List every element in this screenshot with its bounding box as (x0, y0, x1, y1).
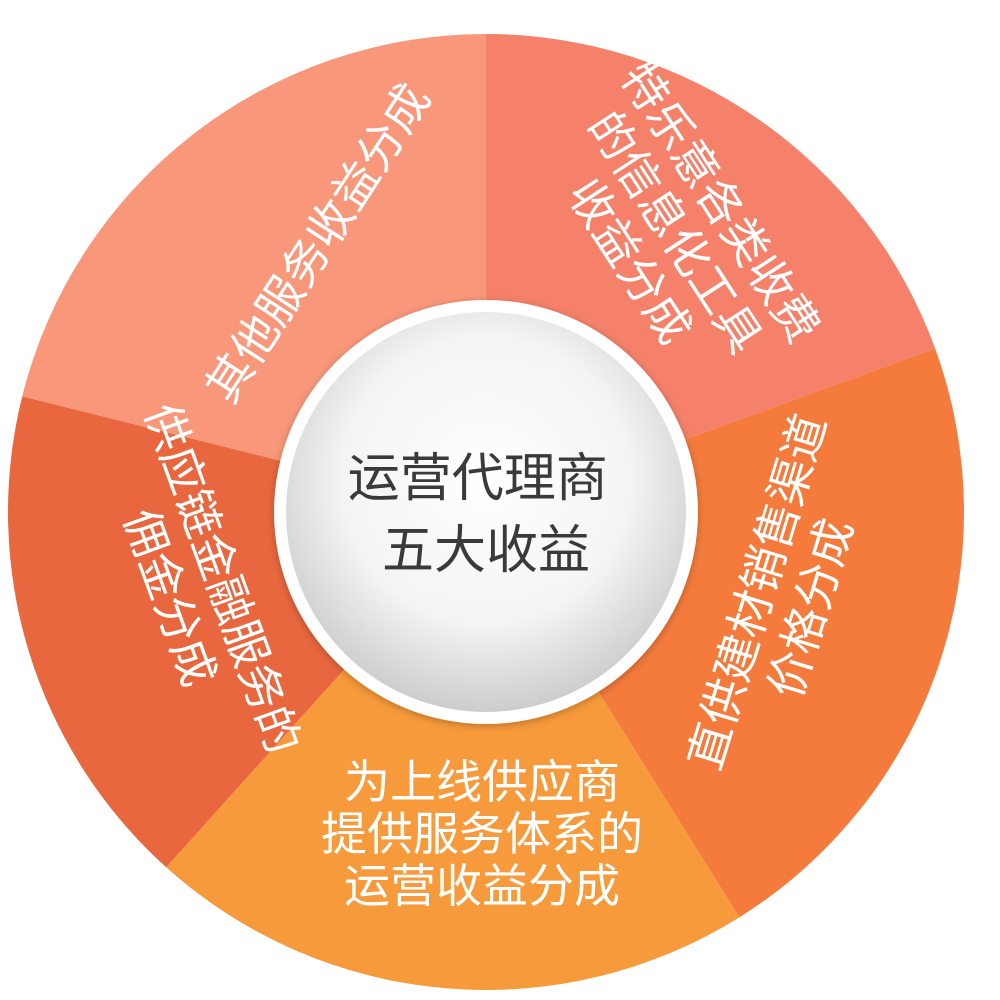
segment-text-line: 提供服务体系的 (321, 807, 643, 861)
center-title-line-2: 五大收益 (382, 521, 590, 581)
segment-direct-supply-materials (594, 348, 964, 918)
center-title: 运营代理商 五大收益 (348, 449, 625, 581)
segment-text-supplier-services: 为上线供应商提供服务体系的运营收益分成 (321, 755, 643, 913)
segment-supply-chain-finance (7, 396, 349, 868)
center-title-line-1: 运营代理商 (348, 449, 608, 509)
segment-supplier-services (166, 664, 740, 990)
segments-layer (7, 34, 964, 990)
segment-label-supplier-services: 为上线供应商提供服务体系的运营收益分成 (321, 755, 643, 913)
segment-text-line: 运营收益分成 (344, 859, 620, 913)
center-disc: 运营代理商 五大收益 (274, 300, 698, 724)
segment-other-services (22, 34, 487, 463)
center-disc-inner (286, 312, 686, 712)
segment-text-line: 为上线供应商 (344, 755, 620, 809)
